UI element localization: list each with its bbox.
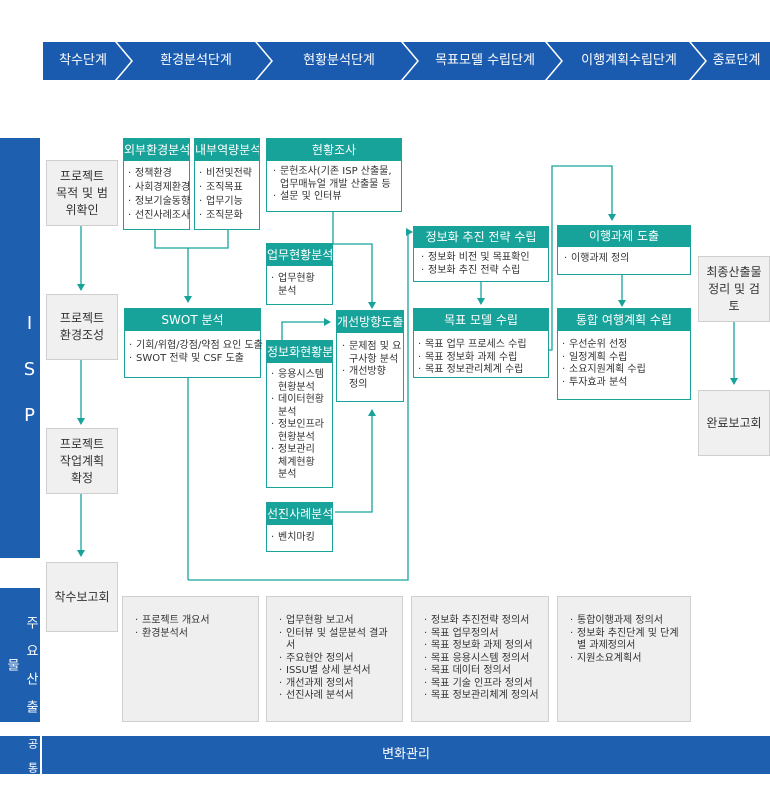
swot-analysis-box: SWOT 분석 기회/위협/강점/약점 요인 도출 SWOT 전략 및 CSF … [124, 308, 263, 378]
environment-setup-box: 프로젝트 환경조성 [46, 294, 118, 360]
phase-closing: 종료단계 [712, 53, 761, 68]
side-label-outputs: 주 요 산 출 물 [0, 588, 40, 722]
phase-bar-arrows [43, 42, 770, 80]
work-plan-box: 프로젝트 작업계획 확정 [46, 428, 118, 494]
roadmap-title: 통합 여행계획 수립 [558, 309, 690, 331]
advanced-case-title: 선진사례분석 [267, 503, 332, 525]
external-analysis-list: 정책환경 사회경제환경 정보기술동향 선진사례조사 [124, 161, 190, 223]
outputs-environment: 프로젝트 개요서 환경분석서 [122, 596, 259, 722]
strategy-list: 정보화 비전 및 목표확인 정보화 추진 전략 수립 [413, 248, 549, 282]
side-label-isp: I S P [0, 138, 40, 558]
business-status-title: 업무현황분석 [267, 244, 332, 266]
strategy-box: 정보화 추진 전략 수립 정보화 비전 및 목표확인 정보화 추진 전략 수립 [413, 226, 549, 282]
current-survey-list: 문헌조사(기존 ISP 산출물, 업무매뉴얼 개발 산출물 등 설문 및 인터뷰 [267, 161, 401, 204]
improvement-title: 개선방향도출 [337, 311, 403, 333]
final-output-review-box: 최종산출물 정리 및 검토 [698, 256, 770, 322]
business-status-box: 업무현황분석 업무현황 분석 [266, 243, 333, 305]
change-management-bar: 변화관리 [42, 736, 770, 774]
phase-implementation: 이행계획수립단계 [581, 53, 677, 68]
roadmap-box: 통합 여행계획 수립 우선순위 선정 일정계획 수립 소요지원계획 수립 투자효… [557, 308, 691, 400]
phase-kickoff: 착수단계 [59, 53, 107, 68]
external-analysis-title: 외부환경분석 [124, 139, 189, 161]
kickoff-report-box: 착수보고회 [46, 562, 118, 632]
current-survey-box: 현황조사 문헌조사(기존 ISP 산출물, 업무매뉴얼 개발 산출물 등 설문 … [266, 138, 402, 212]
info-status-title: 정보화현황분석 [267, 341, 332, 363]
swot-analysis-list: 기회/위협/강점/약점 요인 도출 SWOT 전략 및 CSF 도출 [125, 331, 263, 365]
external-analysis-box: 외부환경분석 정책환경 사회경제환경 정보기술동향 선진사례조사 [123, 138, 190, 230]
improvement-list: 문제점 및 요구사항 분석 개선방향 정의 [337, 333, 403, 391]
business-status-list: 업무현황 분석 [267, 266, 332, 298]
advanced-case-list: 벤치마킹 [267, 525, 332, 545]
purpose-scope-box: 프로젝트 목적 및 범위확인 [46, 160, 118, 226]
outputs-target-model: 정보화 추진전략 정의서 목표 업무정의서 목표 정보화 과제 정의서 목표 응… [411, 596, 549, 722]
implementation-task-title: 이행과제 도출 [557, 225, 691, 247]
swot-analysis-title: SWOT 분석 [125, 309, 260, 331]
internal-analysis-list: 비전및전략 조직목표 업무기능 조직문화 [195, 161, 259, 223]
implementation-task-box: 이행과제 도출 이행과제 정의 [557, 225, 691, 275]
outputs-implementation: 통합이행과제 정의서 정보화 추진단계 및 단계별 과제정의서 지원소요계획서 [557, 596, 691, 722]
side-label-common: 공 통 [0, 736, 40, 774]
target-model-title: 목표 모델 수립 [414, 309, 548, 331]
info-status-list: 응용시스템 현황분석 데이터현황 분석 정보인프라 현황분석 정보관리 체계현황… [267, 363, 332, 482]
implementation-task-list: 이행과제 정의 [557, 247, 691, 275]
phase-environment: 환경분석단계 [160, 53, 232, 68]
improvement-box: 개선방향도출 문제점 및 요구사항 분석 개선방향 정의 [336, 310, 404, 402]
info-status-box: 정보화현황분석 응용시스템 현황분석 데이터현황 분석 정보인프라 현황분석 정… [266, 340, 333, 488]
advanced-case-box: 선진사례분석 벤치마킹 [266, 502, 333, 552]
internal-analysis-title: 내부역량분석 [195, 139, 259, 161]
current-survey-title: 현황조사 [267, 139, 401, 161]
outputs-current-state: 업무현황 보고서 인터뷰 및 설문분석 결과서 주요현안 정의서 ISSU별 상… [266, 596, 403, 722]
phase-current-state: 현황분석단계 [303, 53, 375, 68]
target-model-list: 목표 업무 프로세스 수립 목표 정보화 과제 수립 목표 정보관리체계 수립 [414, 331, 548, 377]
phase-target-model: 목표모델 수립단계 [435, 53, 535, 68]
roadmap-list: 우선순위 선정 일정계획 수립 소요지원계획 수립 투자효과 분석 [558, 331, 690, 389]
phase-bar: 착수단계 환경분석단계 현황분석단계 목표모델 수립단계 이행계획수립단계 종료… [43, 42, 770, 80]
strategy-title: 정보화 추진 전략 수립 [414, 226, 548, 248]
completion-report-box: 완료보고회 [698, 390, 770, 456]
internal-analysis-box: 내부역량분석 비전및전략 조직목표 업무기능 조직문화 [194, 138, 260, 230]
target-model-box: 목표 모델 수립 목표 업무 프로세스 수립 목표 정보화 과제 수립 목표 정… [413, 308, 549, 378]
